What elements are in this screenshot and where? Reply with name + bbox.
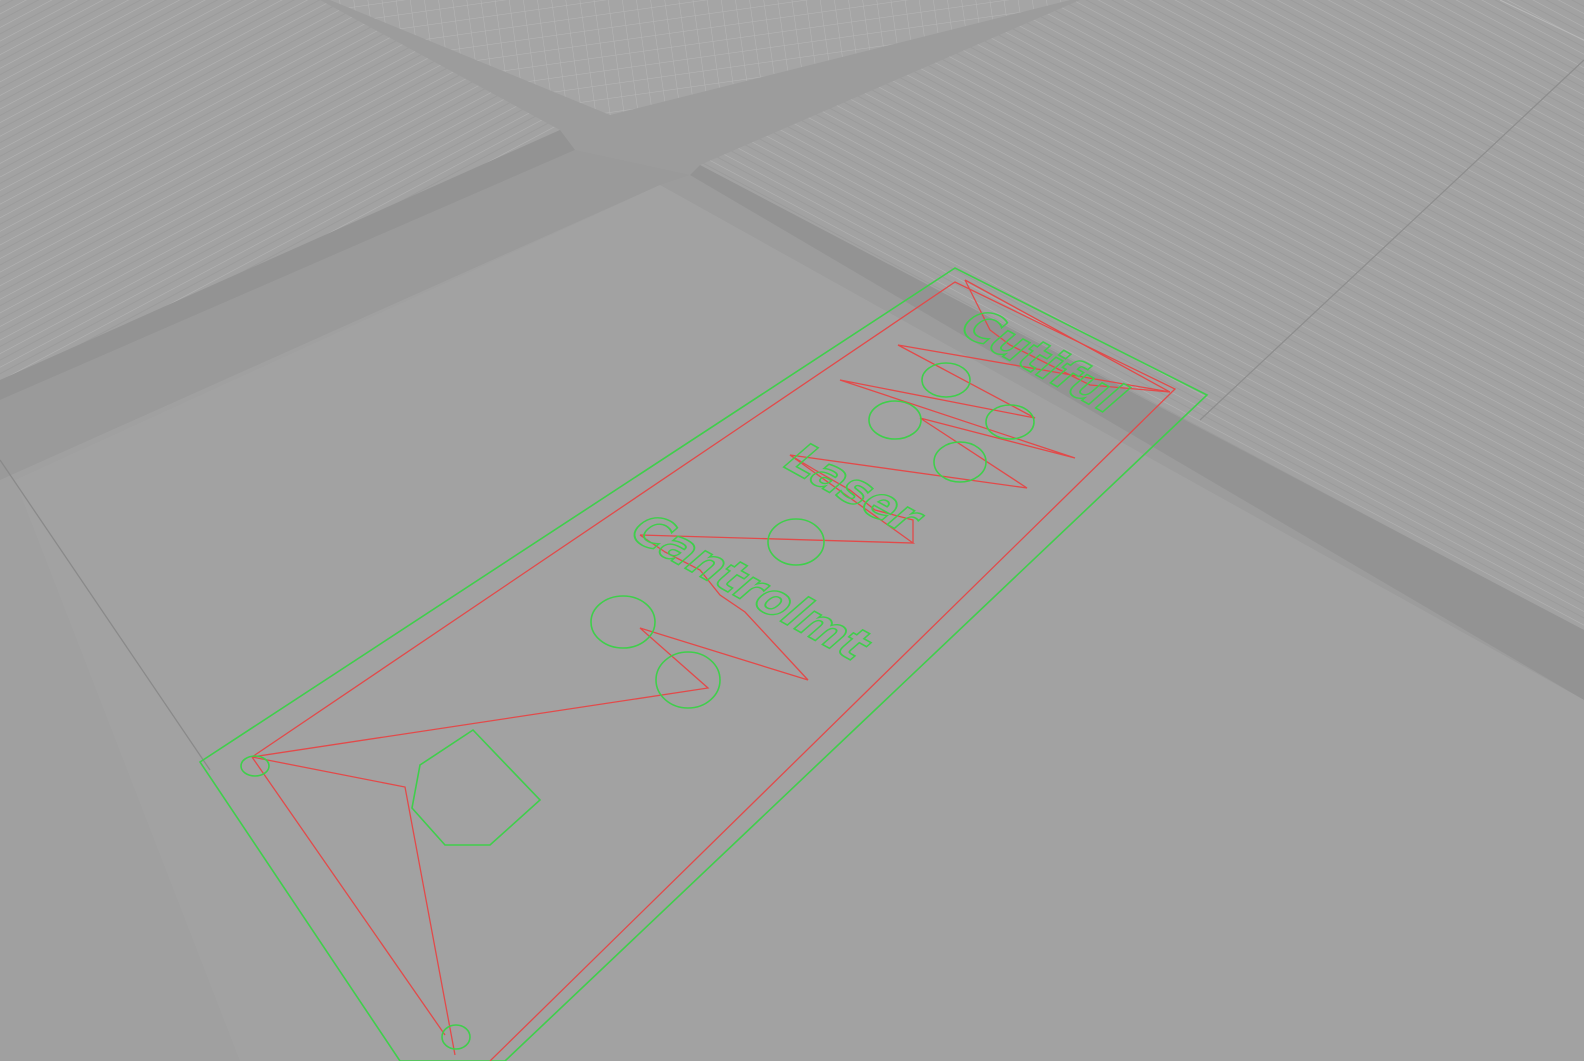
inner-boundary-path — [251, 281, 1177, 1061]
platform-top-left — [0, 0, 575, 400]
travel-move-1 — [251, 627, 809, 758]
work-bed — [0, 185, 1584, 1061]
travel-move-5 — [639, 534, 809, 681]
platform-top-center — [330, 0, 1070, 115]
travel-move-4 — [639, 279, 1171, 544]
job-outline[interactable] — [198, 267, 1209, 1061]
travel-move-2 — [251, 756, 456, 1056]
platform-right — [690, 0, 1584, 700]
circle-shape-2 — [590, 595, 656, 649]
circle-shape-4 — [868, 400, 922, 440]
outer-boundary — [198, 267, 1209, 1061]
circle-shape-8 — [240, 755, 270, 777]
circle-shape-3 — [767, 518, 825, 566]
travel-paths[interactable] — [251, 279, 1177, 1061]
travel-move-6 — [789, 454, 914, 543]
circle-shape-6 — [921, 362, 971, 398]
circle-shape-9 — [441, 1024, 471, 1050]
circle-shape-7 — [985, 404, 1035, 440]
travel-move-7 — [964, 279, 1171, 393]
circle-shape-1 — [655, 651, 721, 709]
hexagon-shape — [411, 728, 542, 846]
travel-move-3 — [251, 756, 446, 1036]
circle-shape-5 — [933, 441, 987, 483]
engraving-shapes[interactable] — [240, 362, 1035, 1050]
